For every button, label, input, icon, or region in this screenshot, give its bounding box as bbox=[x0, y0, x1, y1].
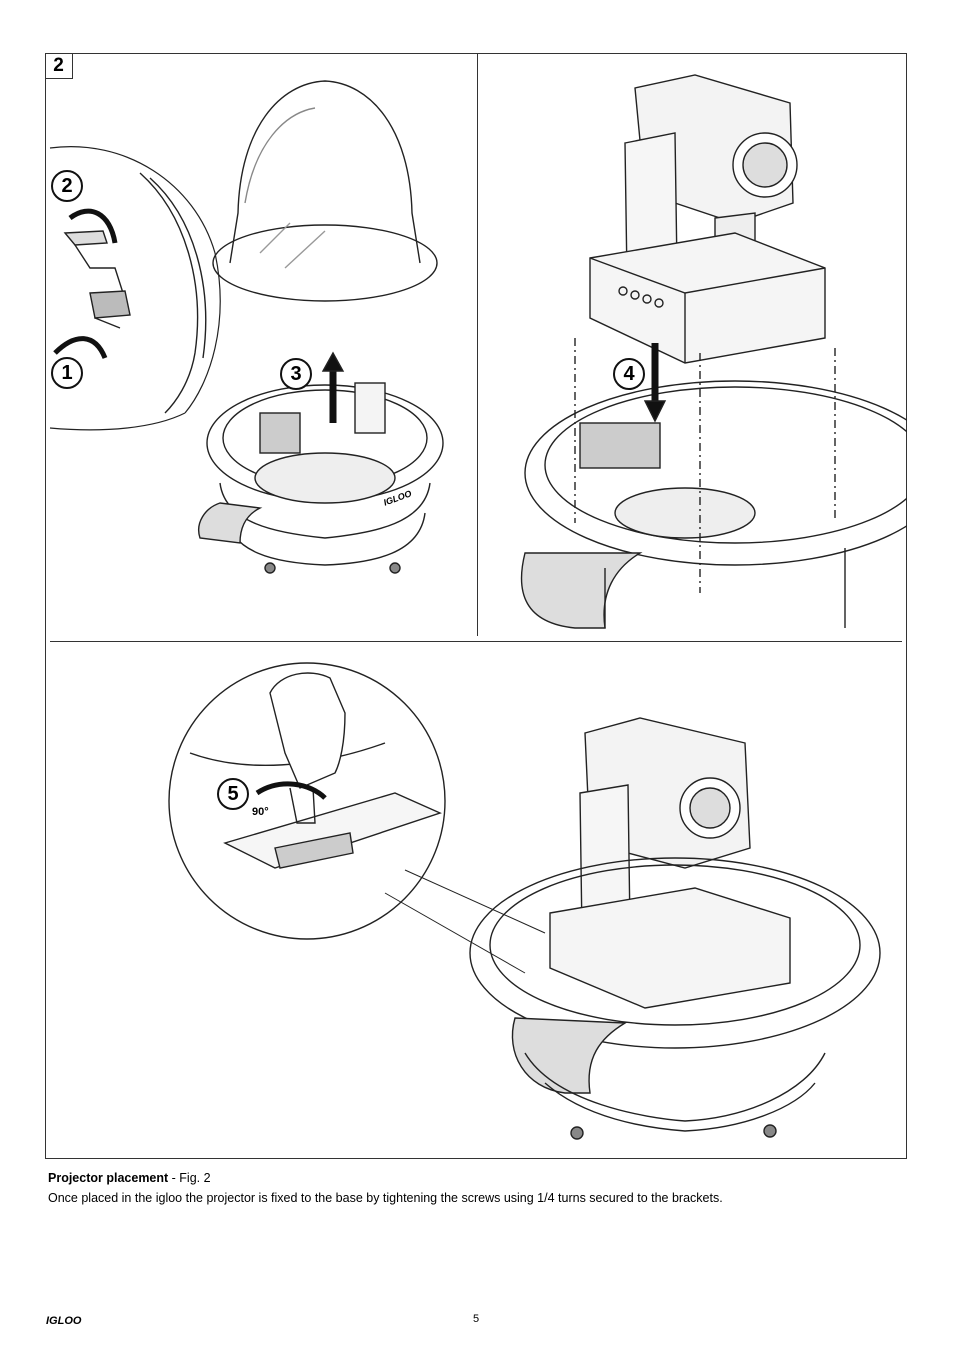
page-number: 5 bbox=[473, 1313, 480, 1325]
dome-removal-illustration bbox=[49, 80, 444, 574]
step-marker-4: 4 bbox=[613, 358, 645, 390]
step-marker-5: 5 bbox=[217, 778, 249, 810]
projector-placement-illustration bbox=[520, 74, 907, 629]
figure-number: 2 bbox=[45, 53, 73, 79]
step-marker-3: 3 bbox=[280, 358, 312, 390]
step-marker-2: 2 bbox=[51, 170, 83, 202]
screw-fixing-illustration bbox=[168, 662, 881, 1140]
panel-divider-horizontal bbox=[50, 641, 902, 642]
caption-figure-ref: - Fig. 2 bbox=[168, 1171, 211, 1185]
figure-caption: Projector placement - Fig. 2 bbox=[48, 1171, 211, 1185]
figure-frame bbox=[45, 53, 907, 1159]
rotation-angle-label: 90° bbox=[252, 806, 269, 818]
caption-title: Projector placement bbox=[48, 1171, 169, 1185]
panel-divider-vertical bbox=[477, 53, 478, 636]
caption-body: Once placed in the igloo the projector i… bbox=[48, 1191, 723, 1205]
step-marker-1: 1 bbox=[51, 357, 83, 389]
assembly-illustration bbox=[49, 74, 907, 1140]
footer-brand: IGLOO bbox=[46, 1315, 82, 1327]
